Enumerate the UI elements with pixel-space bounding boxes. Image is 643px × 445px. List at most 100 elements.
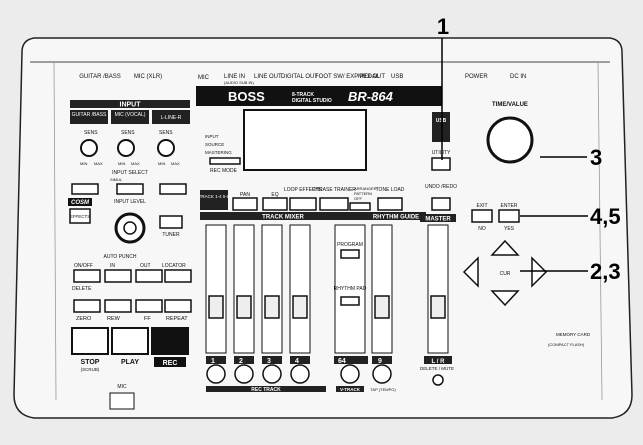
enter-label: ENTER <box>501 203 518 209</box>
callout-23: 2,3 <box>590 259 621 284</box>
play-label: PLAY <box>121 359 139 366</box>
fader-track-1 <box>205 224 227 354</box>
jack-line-out-label: LINE OUT <box>254 74 282 80</box>
rec-track-button-4[interactable] <box>290 364 310 384</box>
locator-button[interactable] <box>164 269 192 283</box>
v-track-bar <box>336 386 364 392</box>
rhythm-pad-button[interactable] <box>340 296 360 306</box>
track-labels: 1 2 3 4 64 9 <box>206 356 392 365</box>
jack-mic-label: MIC <box>198 75 210 81</box>
loop-effects-button[interactable] <box>289 197 317 211</box>
select-mic-button[interactable] <box>116 183 144 195</box>
locator-label: LOCATOR <box>162 263 186 269</box>
lr-label-bg <box>424 356 452 364</box>
sens-min-3: MIN <box>158 161 165 166</box>
stop-button[interactable] <box>71 327 109 355</box>
punch-in-label: IN <box>110 263 115 269</box>
stop-label: STOP <box>81 359 100 366</box>
master-fader <box>427 224 449 354</box>
rec-track-button-1[interactable] <box>206 364 226 384</box>
rec-button[interactable] <box>151 327 189 355</box>
repeat-button[interactable] <box>164 299 192 313</box>
rhythm-guide-bar <box>366 212 426 220</box>
callout-45: 4,5 <box>590 204 621 229</box>
time-value-dial[interactable] <box>486 116 534 164</box>
pan-label: PAN <box>240 192 250 198</box>
phrase-trainer-button[interactable] <box>319 197 349 211</box>
jack-digital-out-label: DIGITAL OUT <box>281 74 318 80</box>
tap-tempo-button[interactable] <box>372 364 392 384</box>
boss-logo: BOSS <box>228 89 265 104</box>
program-button[interactable] <box>340 249 360 259</box>
delete-mute-button[interactable] <box>432 374 444 386</box>
rec-track-button-2[interactable] <box>234 364 254 384</box>
effects-button[interactable] <box>69 208 91 224</box>
punch-in-button[interactable] <box>104 269 132 283</box>
track-button[interactable] <box>200 190 228 210</box>
fader-knob-1[interactable] <box>208 295 224 319</box>
v-track-label: V-TRACK <box>340 387 361 392</box>
select-line-button[interactable] <box>159 183 187 195</box>
fader-knob-4[interactable] <box>292 295 308 319</box>
track-mixer-title: TRACK MIXER <box>262 215 304 221</box>
rec-mode-button[interactable] <box>209 157 241 165</box>
select-guitar-button[interactable] <box>71 183 99 195</box>
usb-indicator <box>432 112 450 142</box>
rhythm-pad-label: RHYTHM PAD <box>334 286 367 292</box>
tuner-button[interactable] <box>159 215 183 229</box>
undo-redo-label: UNDO /REDO <box>425 184 457 190</box>
v-track-button[interactable] <box>340 364 360 384</box>
ff-button[interactable] <box>135 299 163 313</box>
punch-out-button[interactable] <box>135 269 163 283</box>
cosm-text: COSM <box>71 200 90 206</box>
on-off-label: ON/OFF <box>74 263 93 269</box>
jack-midi-out-label: MIDI OUT <box>358 74 385 80</box>
play-button[interactable] <box>111 327 149 355</box>
display-label-source: SOURCE <box>205 142 224 147</box>
mic-label: MIC <box>117 384 127 390</box>
zero-button[interactable] <box>73 299 101 313</box>
fader-knob-9[interactable] <box>374 295 390 319</box>
cursor-up-button[interactable] <box>490 239 520 256</box>
sens-knob-guitar[interactable] <box>80 139 98 157</box>
master-fader-knob[interactable] <box>430 295 446 319</box>
repeat-label: REPEAT <box>166 316 188 322</box>
master-bar <box>420 214 456 222</box>
fader-knob-2[interactable] <box>236 295 252 319</box>
enter-button[interactable] <box>498 209 520 223</box>
track-label-bg-1 <box>206 356 226 364</box>
track-label-64: 64 <box>338 358 346 365</box>
fader-knob-3[interactable] <box>264 295 280 319</box>
eq-button[interactable] <box>262 197 288 211</box>
side-bevels <box>53 61 603 401</box>
zero-label: ZERO <box>76 316 92 322</box>
cursor-right-button[interactable] <box>531 256 548 288</box>
ff-label: FF <box>144 316 151 322</box>
simul-label: SIMUL <box>110 177 123 182</box>
brand-bar <box>196 86 442 106</box>
rew-button[interactable] <box>104 299 132 313</box>
rec-track-buttons <box>206 364 392 384</box>
rec-track-button-3[interactable] <box>262 364 282 384</box>
exit-button[interactable] <box>471 209 493 223</box>
cursor-down-button[interactable] <box>490 290 520 307</box>
rhythm-guide-title: RHYTHM GUIDE <box>373 215 419 221</box>
punch-on-off-button[interactable] <box>73 269 101 283</box>
sens-label-1: SENS <box>84 130 98 136</box>
arranger-button[interactable] <box>349 202 371 211</box>
sens-max-2: MAX <box>131 161 140 166</box>
track-label-2: 2 <box>239 358 243 365</box>
pan-button[interactable] <box>232 197 258 211</box>
mic-grille <box>109 392 135 410</box>
tone-load-button[interactable] <box>377 197 403 211</box>
utility-button[interactable] <box>431 157 451 171</box>
loop-effects-label: LOOP EFFECTS <box>284 187 323 193</box>
jack-foot-sw-label: FOOT SW/ EXP PEDAL <box>315 74 380 80</box>
sens-knob-line[interactable] <box>157 139 175 157</box>
cursor-left-button[interactable] <box>462 256 479 288</box>
sens-knob-mic[interactable] <box>117 139 135 157</box>
track-label-bg-64 <box>334 356 368 364</box>
auto-punch-label: AUTO PUNCH <box>104 254 137 260</box>
undo-redo-button[interactable] <box>431 197 451 211</box>
